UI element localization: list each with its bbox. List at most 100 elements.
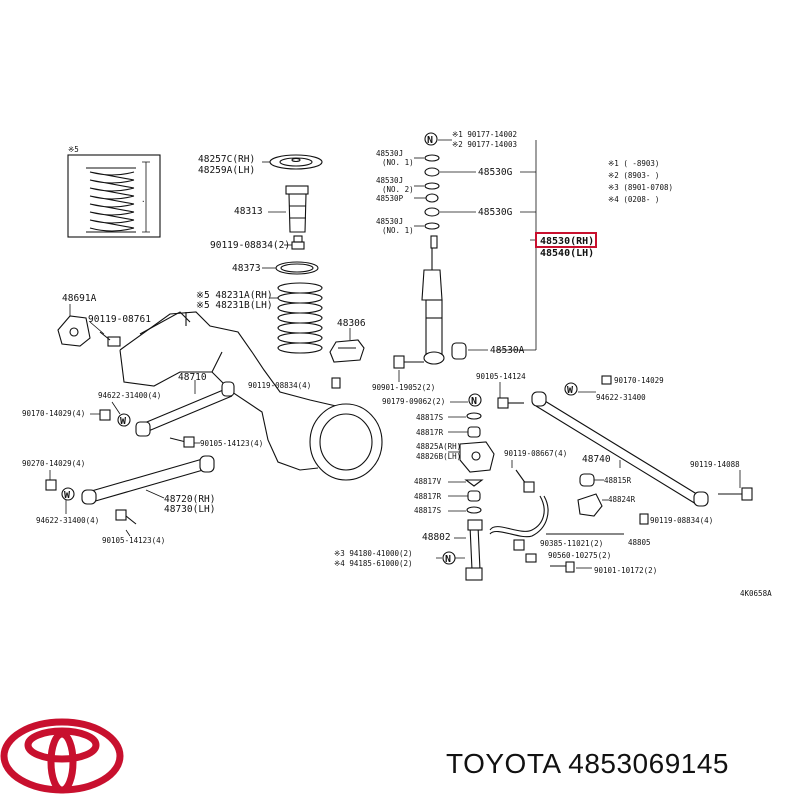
- washer-w2-symbol: [61, 487, 75, 501]
- shock-lower-bushing: [451, 342, 467, 360]
- label-48313: 48313: [234, 206, 263, 217]
- bolt-90119-08667: [515, 469, 535, 493]
- label-48817V: 48817V: [414, 477, 442, 486]
- label-48817R-a: 48817R: [416, 428, 444, 437]
- inset-dim-mark: ·: [141, 197, 146, 206]
- label-48231B: ※5 48231B(LH): [196, 300, 273, 311]
- label-W2: W: [64, 490, 71, 501]
- bolt-90105-14123-b: [115, 509, 137, 525]
- lateral-control-rod-48740: [531, 391, 709, 507]
- label-90101-10172: 90101-10172(2): [594, 566, 657, 575]
- label-48306: 48306: [337, 318, 366, 329]
- bolt-90105-14124: [497, 397, 524, 409]
- label-48826B: 48826B(LH): [416, 452, 461, 461]
- spring-insulator: [275, 261, 319, 275]
- note-1: ※1 ( -8903): [608, 159, 659, 168]
- label-48257C: 48257C(RH): [198, 154, 255, 165]
- label-48530J-2: 48530J: [376, 176, 403, 185]
- stabilizer-link-48802: [465, 519, 483, 581]
- label-48530J-2-note: (NO. 2): [382, 185, 414, 194]
- bolt-upper-spring: [291, 235, 305, 250]
- inset-frame: [67, 154, 161, 238]
- label-90170-14029-r: 90170-14029: [614, 376, 664, 385]
- label-48691A: 48691A: [62, 293, 97, 304]
- label-90119-08834-4b: 90119-08834(4): [650, 516, 713, 525]
- label-48530P: 48530P: [376, 194, 404, 203]
- nut-90170-14029-r: [601, 375, 612, 385]
- label-90119-08667: 90119-08667(4): [504, 449, 567, 458]
- bolt-90119-08834-4b: [639, 513, 649, 525]
- label-W3: W: [567, 385, 574, 396]
- label-90119-08761: 90119-08761: [88, 314, 151, 325]
- label-48530-rh[interactable]: 48530(RH): [540, 236, 594, 247]
- label-90385-11021: 90385-11021(2): [540, 539, 603, 548]
- label-W1: W: [120, 416, 127, 427]
- washer-w1-symbol: [117, 413, 131, 427]
- note-4: ※4 (0208- ): [608, 195, 659, 204]
- note-2: ※2 (8903- ): [608, 171, 659, 180]
- label-48540-lh: 48540(LH): [540, 248, 594, 259]
- stabilizer-bar-48805: [489, 495, 624, 538]
- spring-seat-upper: [262, 154, 323, 170]
- highlight-box-48530: [535, 232, 597, 248]
- inset-spring-detail: ※5 ·: [67, 145, 161, 238]
- label-90177-14003: ※2 90177-14003: [452, 140, 517, 149]
- shock-cushion-stack: [424, 154, 440, 230]
- bushing-90385-11021: [513, 539, 525, 551]
- label-90901-19052: 90901-19052(2): [372, 383, 435, 392]
- label-48817S-b: 48817S: [414, 506, 442, 515]
- label-48530G-a: 48530G: [478, 167, 513, 178]
- lateral-rod-bracket: [57, 315, 91, 347]
- label-48530J-3-note: (NO. 1): [382, 226, 414, 235]
- label-N-mid: N: [471, 396, 477, 407]
- label-94622-31400-4a: 94622-31400(4): [98, 391, 161, 400]
- bolt-90560-10275: [525, 553, 537, 563]
- label-48530G-b: 48530G: [478, 207, 513, 218]
- label-94180-41000: ※3 94180-41000(2): [334, 549, 413, 558]
- washer-w3-symbol: [564, 382, 578, 396]
- label-94622-31400-4b: 94622-31400(4): [36, 516, 99, 525]
- bolt-90119-08834-4a: [331, 377, 341, 389]
- label-N-bottom: N: [445, 554, 451, 565]
- label-94185-61000: ※4 94185-61000(2): [334, 559, 413, 568]
- inset-mark: ※5: [68, 145, 79, 154]
- note-3: ※3 (8901-0708): [608, 183, 673, 192]
- label-90170-14029-4a: 90170-14029(4): [22, 409, 85, 418]
- label-48805: 48805: [628, 538, 651, 547]
- label-90119-14088: 90119-14088: [690, 460, 740, 469]
- label-90119-08834-4a: 90119-08834(4): [248, 381, 311, 390]
- nut-90170-14029-a: [99, 409, 111, 421]
- part-number-footer: TOYOTA 4853069145: [446, 748, 729, 779]
- label-48530A: 48530A: [490, 345, 525, 356]
- lower-spring-seat: [329, 339, 365, 363]
- label-48373: 48373: [232, 263, 261, 274]
- nut-90270-14029: [45, 479, 57, 491]
- bolt-90101-10172: [550, 561, 575, 573]
- nut-n-symbol-mid: [468, 393, 482, 407]
- bolt-90119-14088: [718, 487, 753, 501]
- stabilizer-bracket-48825A: [459, 441, 495, 473]
- label-48740: 48740: [582, 454, 611, 465]
- label-90179-09062: 90179-09062(2): [382, 397, 445, 406]
- label-90105-14124: 90105-14124: [476, 372, 526, 381]
- label-90270-14029-4: 90270-14029(4): [22, 459, 85, 468]
- label-90177-14002: ※1 90177-14002: [452, 130, 517, 139]
- label-90105-14123-4a: 90105-14123(4): [200, 439, 263, 448]
- label-90119-08834-2: 90119-08834(2): [210, 240, 290, 251]
- stabilizer-bushing-48815R: [579, 473, 595, 487]
- label-48710: 48710: [178, 372, 207, 383]
- label-48815R: 48815R: [604, 476, 632, 485]
- label-90560-10275: 90560-10275(2): [548, 551, 611, 560]
- toyota-emblem-logo: [0, 718, 124, 794]
- axle-housing: [119, 311, 383, 481]
- lower-control-arm-48720: [81, 455, 215, 505]
- label-48231A: ※5 48231A(RH): [196, 290, 273, 301]
- label-90105-14123-4b: 90105-14123(4): [102, 536, 165, 545]
- label-48825A: 48825A(RH): [416, 442, 461, 451]
- illustration-code: 4K0658A: [740, 589, 772, 598]
- label-48817S: 48817S: [416, 413, 444, 422]
- label-48259A: 48259A(LH): [198, 165, 255, 176]
- upper-control-arm-48710: [135, 381, 235, 437]
